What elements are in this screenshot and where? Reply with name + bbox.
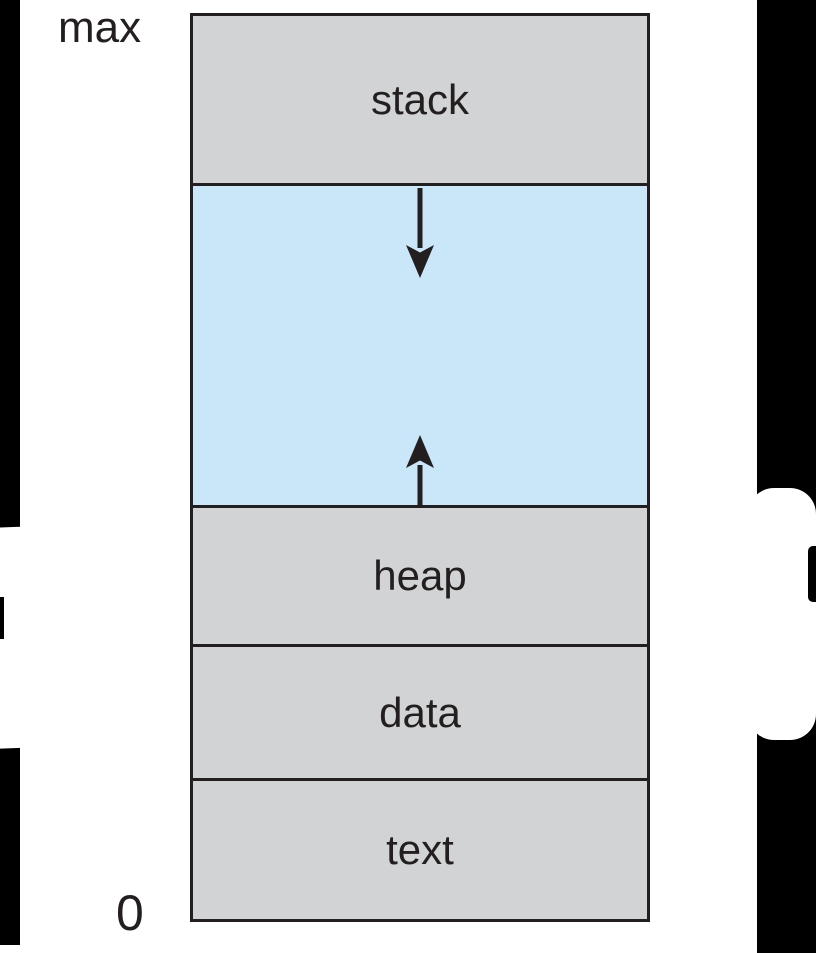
- segment-stack: stack: [193, 16, 647, 186]
- segment-free-space: [193, 186, 647, 508]
- max-address-label: max: [58, 3, 142, 52]
- stack-label: stack: [370, 75, 470, 123]
- segment-heap: heap: [193, 508, 647, 647]
- growth-arrows: [406, 188, 434, 505]
- heap-label: heap: [373, 552, 467, 599]
- left-matte-stripe: [0, 0, 20, 945]
- data-label: data: [379, 688, 461, 736]
- segment-text: text: [193, 781, 647, 919]
- zero-address-label: 0: [116, 885, 144, 941]
- right-matte-notch: [808, 546, 816, 602]
- segment-data: data: [193, 647, 647, 781]
- whiteout-blob-left: [0, 525, 64, 750]
- up-arrow-icon: [406, 435, 434, 505]
- text-label: text: [386, 826, 454, 873]
- left-matte-sliver: [0, 597, 4, 639]
- whiteout-blob-right: [748, 488, 816, 740]
- right-matte-stripe: [757, 0, 816, 953]
- memory-box: stack heap data text: [190, 13, 650, 922]
- down-arrow-icon: [406, 188, 434, 278]
